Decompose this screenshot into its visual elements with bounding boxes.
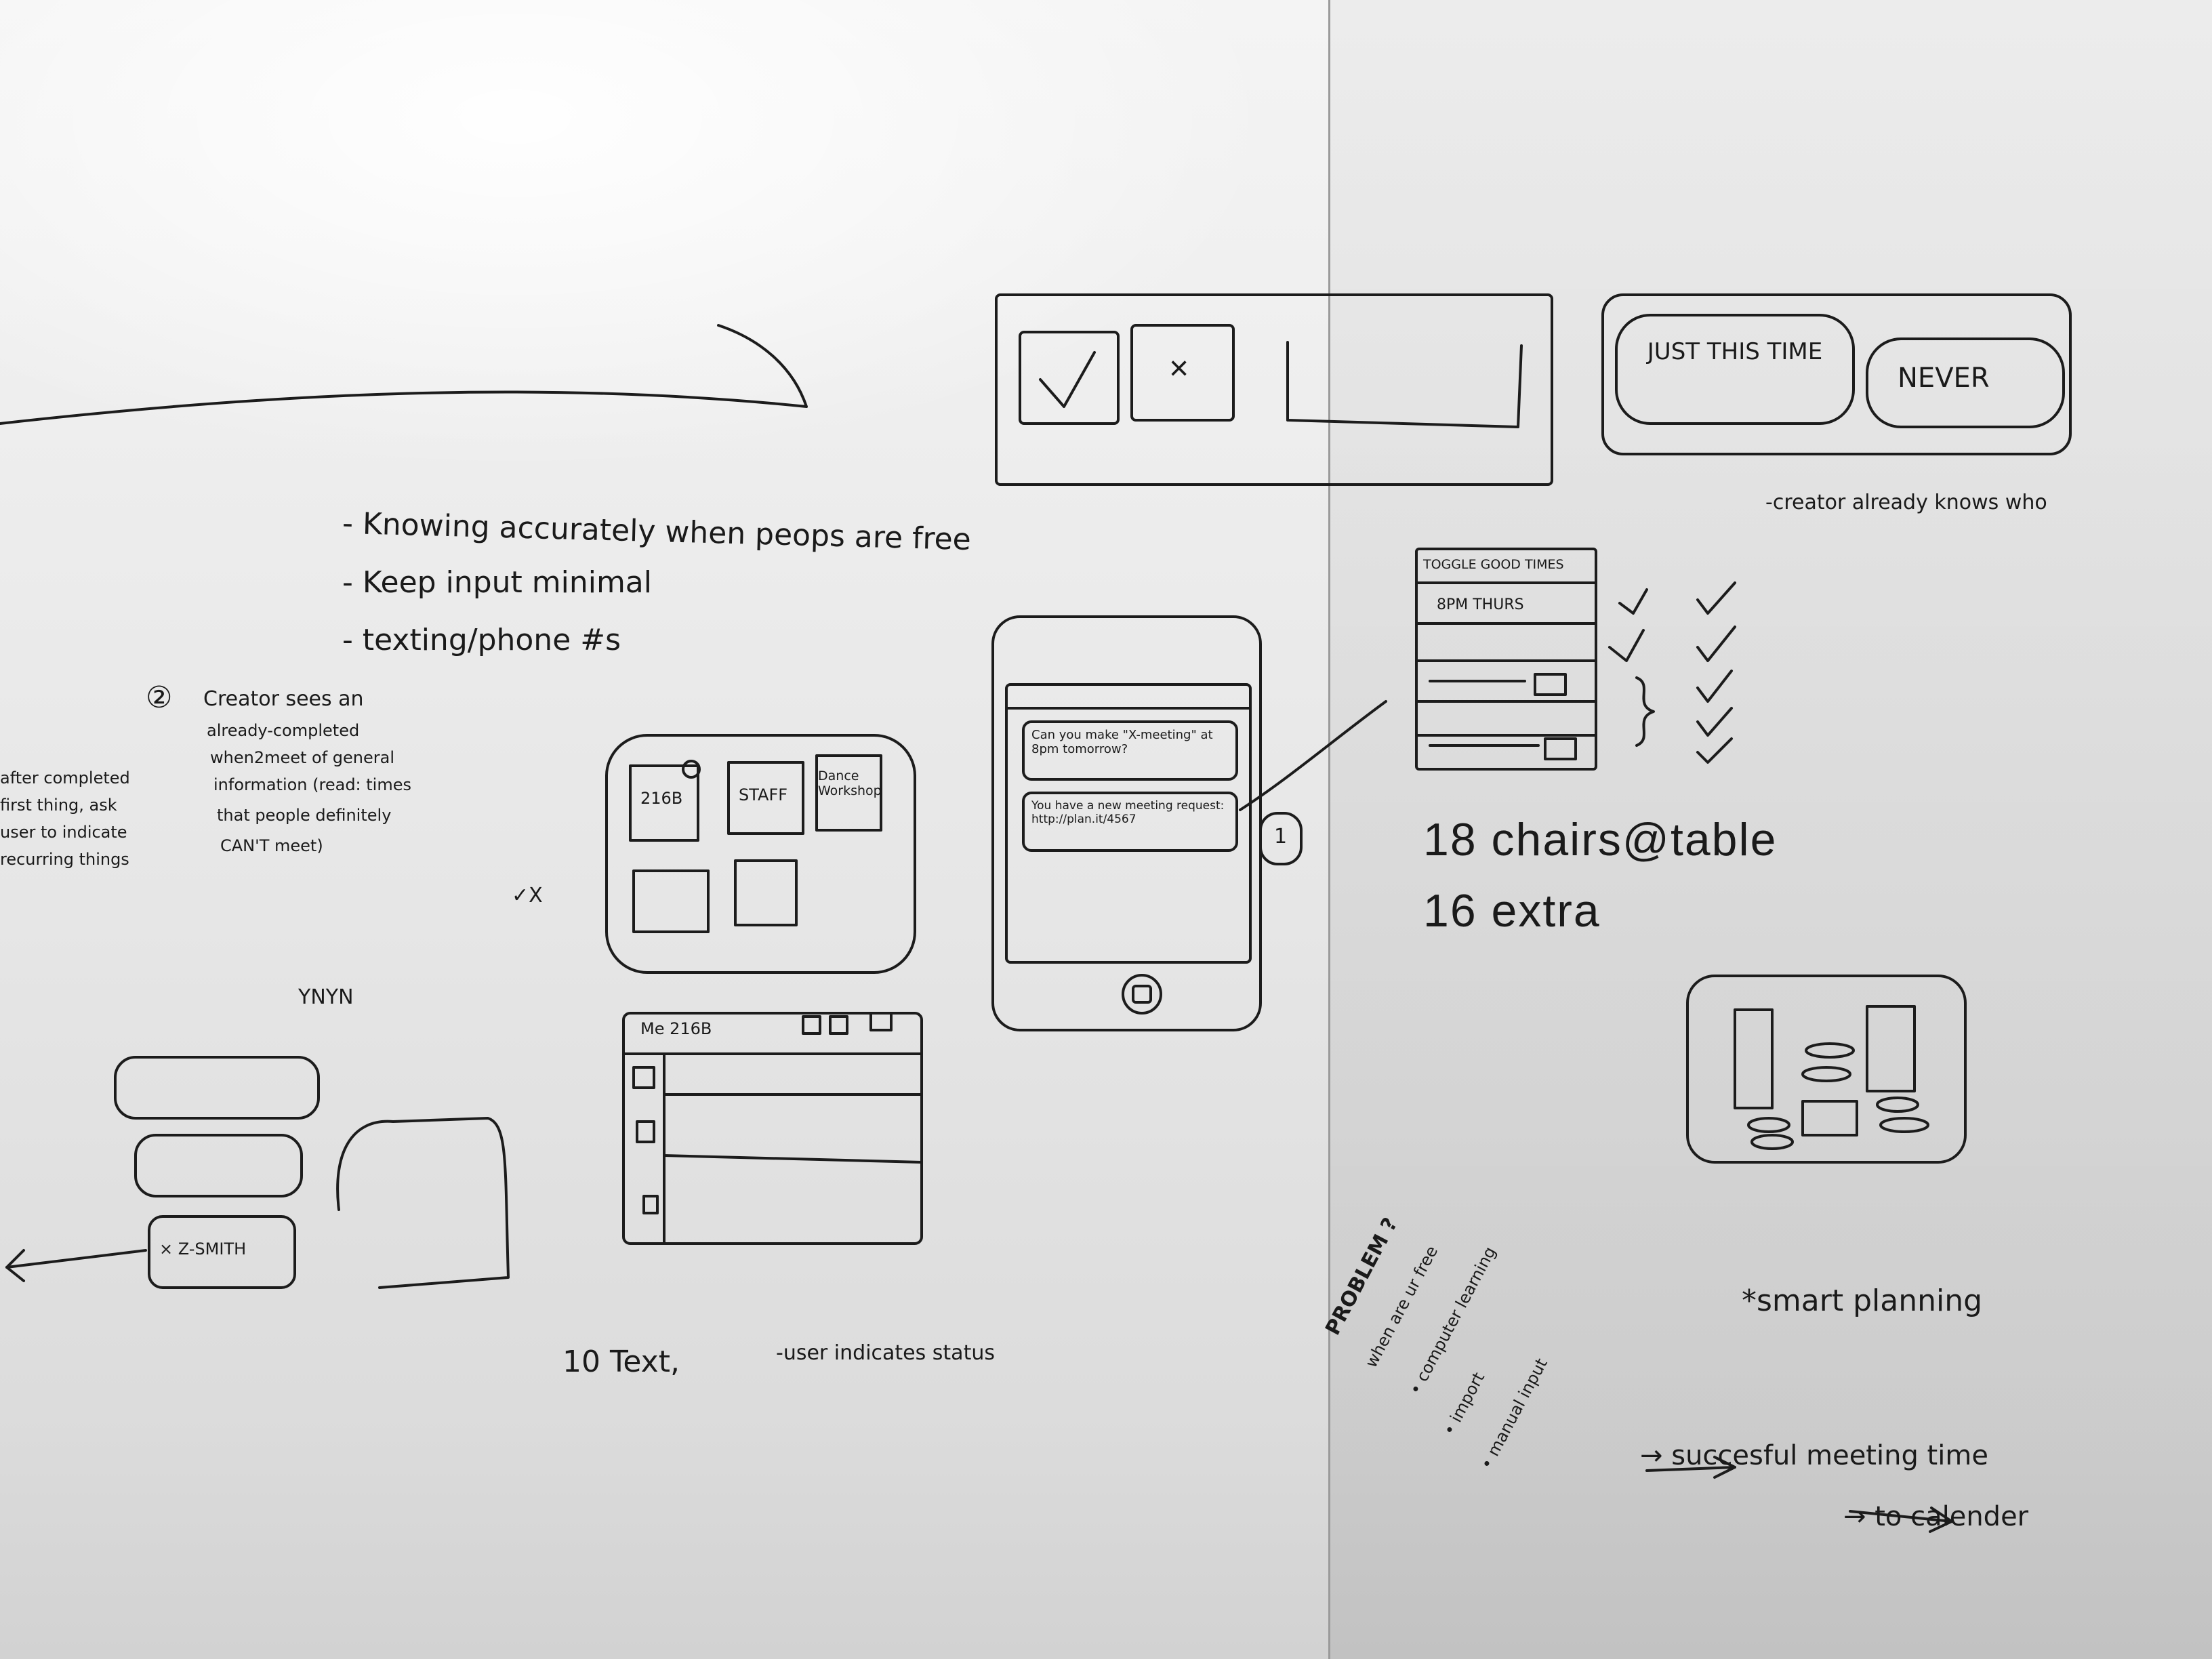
side-note-2: first thing, ask (0, 796, 117, 815)
tile-label-dance: Dance Workshop (818, 769, 882, 798)
step2-line-3: when2meet of general (210, 748, 395, 767)
phone-message-2: You have a new meeting request: http://p… (1031, 799, 1225, 826)
never-sketch (1866, 337, 2065, 428)
successful-meeting: → succesful meeting time (1640, 1440, 1988, 1471)
bullet-3: - texting/phone #s (342, 623, 621, 657)
x-button-sketch (1130, 324, 1235, 422)
tile-label-216b: 216B (640, 789, 683, 808)
step2-line-4: information (read: times (213, 775, 411, 794)
top-arrow (0, 324, 808, 425)
just-this-time-sketch (1615, 314, 1855, 425)
dashboard-sketch (605, 734, 916, 974)
check-x-small: ✓X (512, 884, 543, 907)
check-button-sketch (1019, 331, 1120, 425)
chairs-line-2: 16 extra (1423, 885, 1601, 937)
list-sketch (622, 1012, 923, 1245)
smart-planning: *smart planning (1742, 1284, 1983, 1318)
step2-line-2: already-completed (207, 721, 360, 740)
never-label: NEVER (1898, 363, 1990, 394)
creator-note: -creator already knows who (1765, 491, 2047, 514)
side-note-1: after completed (0, 769, 130, 787)
chairs-line-1: 18 chairs@table (1423, 814, 1778, 865)
bullet-2: - Keep input minimal (342, 565, 652, 600)
phone-badge: 1 (1274, 825, 1288, 848)
ynyn-label: YNYN (298, 985, 354, 1009)
step2-line-6: CAN'T meet) (220, 836, 323, 855)
x-button-label: × (1169, 349, 1191, 387)
z-smith-label: × Z-SMITH (159, 1240, 247, 1258)
pref-panel-sketch (1601, 293, 2072, 455)
toggle-row-1: 8PM THURS (1437, 596, 1524, 613)
whiteboard-seam (1328, 0, 1330, 1659)
step2-line-1: Creator sees an (203, 687, 364, 711)
step2-line-5: that people definitely (217, 806, 392, 825)
phone-message-1: Can you make "X-meeting" at 8pm tomorrow… (1031, 728, 1213, 756)
step2-number: ② (146, 680, 173, 715)
just-this-time-label: JUST THIS TIME (1647, 338, 1823, 365)
toggle-card-sketch (1415, 548, 1597, 771)
z-smith-card (148, 1215, 296, 1289)
side-note-4: recurring things (0, 850, 129, 869)
check-mark (1039, 351, 1096, 408)
toolbar-sketch (995, 293, 1553, 486)
right-whiteboard-panel (1330, 0, 2212, 1659)
user-indicates: -user indicates status (776, 1341, 995, 1365)
list-header: Me 216B (640, 1019, 712, 1038)
seating-sketch (1686, 975, 1967, 1164)
side-note-3: user to indicate (0, 823, 127, 842)
to-calendar: → to calender (1843, 1501, 2029, 1532)
ten-text: 10 Text, (562, 1345, 680, 1379)
toggle-header: TOGGLE GOOD TIMES (1423, 557, 1564, 572)
tile-label-staff: STAFF (739, 785, 788, 804)
